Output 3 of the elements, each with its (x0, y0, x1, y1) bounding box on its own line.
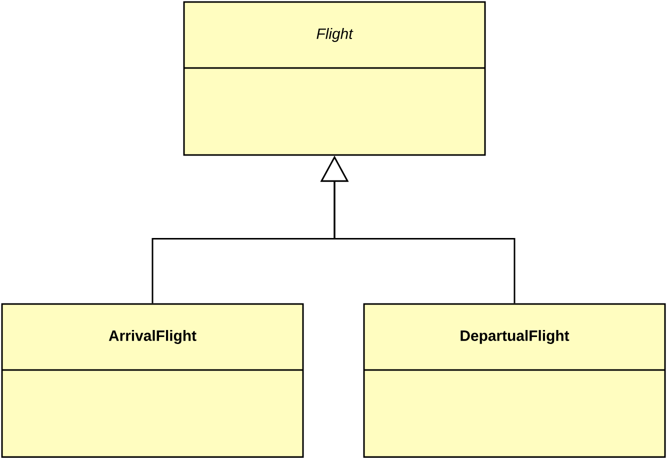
class-box: ArrivalFlight (1, 303, 304, 458)
class-box: DepartualFlight (363, 303, 666, 458)
class-box: Flight (183, 1, 486, 156)
